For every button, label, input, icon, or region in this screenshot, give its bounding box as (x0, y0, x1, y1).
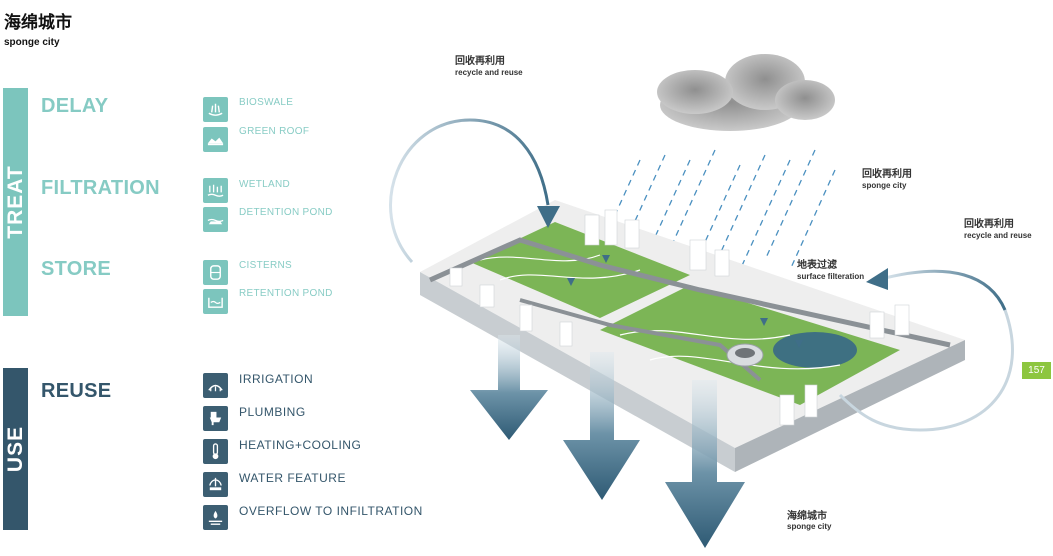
infiltration-icon (203, 505, 228, 530)
infiltration-arrows (470, 335, 745, 548)
item-overflow-to-infiltration: OVERFLOW TO INFILTRATION (239, 504, 423, 518)
fountain-icon (203, 472, 228, 497)
item-retention-pond: RETENTION POND (239, 288, 333, 299)
label-mid-right-cn: 回收再利用 (862, 169, 912, 180)
small-flow-arrows (567, 255, 803, 348)
item-green-roof: GREEN ROOF (239, 126, 310, 137)
cloud-icon (657, 54, 835, 131)
thermometer-icon (203, 439, 228, 464)
category-store: STORE (41, 258, 112, 280)
category-delay: DELAY (41, 95, 109, 117)
wetland-icon (203, 178, 228, 203)
item-plumbing: PLUMBING (239, 405, 306, 419)
toilet-icon (203, 406, 228, 431)
label-recycle-right-cn: 回收再利用 (964, 219, 1014, 230)
recycle-arrows (389, 118, 1014, 432)
category-reuse: REUSE (41, 380, 112, 402)
item-detention-pond: DETENTION POND (239, 207, 333, 218)
label-surface-filtration-cn: 地表过滤 (797, 260, 837, 271)
item-heating-cooling: HEATING+COOLING (239, 438, 362, 452)
irrigation-icon (203, 373, 228, 398)
page-subtitle: sponge city (4, 37, 60, 48)
label-recycle-right-en: recycle and reuse (964, 231, 1032, 240)
detention-pond-icon (203, 207, 228, 232)
cistern-icon (203, 260, 228, 285)
item-irrigation: IRRIGATION (239, 372, 314, 386)
label-surface-filtration-en: surface filteration (797, 272, 865, 281)
page-title: 海绵城市 (4, 13, 72, 33)
arrow-head-left (537, 206, 560, 228)
label-sponge-city-bottom-cn: 海绵城市 (787, 511, 827, 522)
item-cisterns: CISTERNS (239, 260, 292, 271)
label-sponge-city-bottom-en: sponge city (787, 522, 832, 531)
category-filtration: FILTRATION (41, 177, 160, 199)
label-recycle-top-cn: 回收再利用 (455, 56, 505, 67)
item-water-feature: WATER FEATURE (239, 471, 346, 485)
item-wetland: WETLAND (239, 179, 290, 190)
bioswale-icon (203, 97, 228, 122)
arrow-head-right (866, 268, 888, 290)
retention-pond-icon (203, 289, 228, 314)
page-number-badge: 157 (1022, 362, 1051, 379)
use-bar-label: USE (3, 425, 27, 473)
treat-bar-label: TREAT (3, 165, 27, 239)
green-roof-icon (203, 127, 228, 152)
label-recycle-top-en: recycle and reuse (455, 68, 523, 77)
use-bar: USE (3, 368, 28, 530)
label-mid-right-en: sponge city (862, 181, 907, 190)
treat-bar: TREAT (3, 88, 28, 316)
item-bioswale: BIOSWALE (239, 97, 294, 108)
